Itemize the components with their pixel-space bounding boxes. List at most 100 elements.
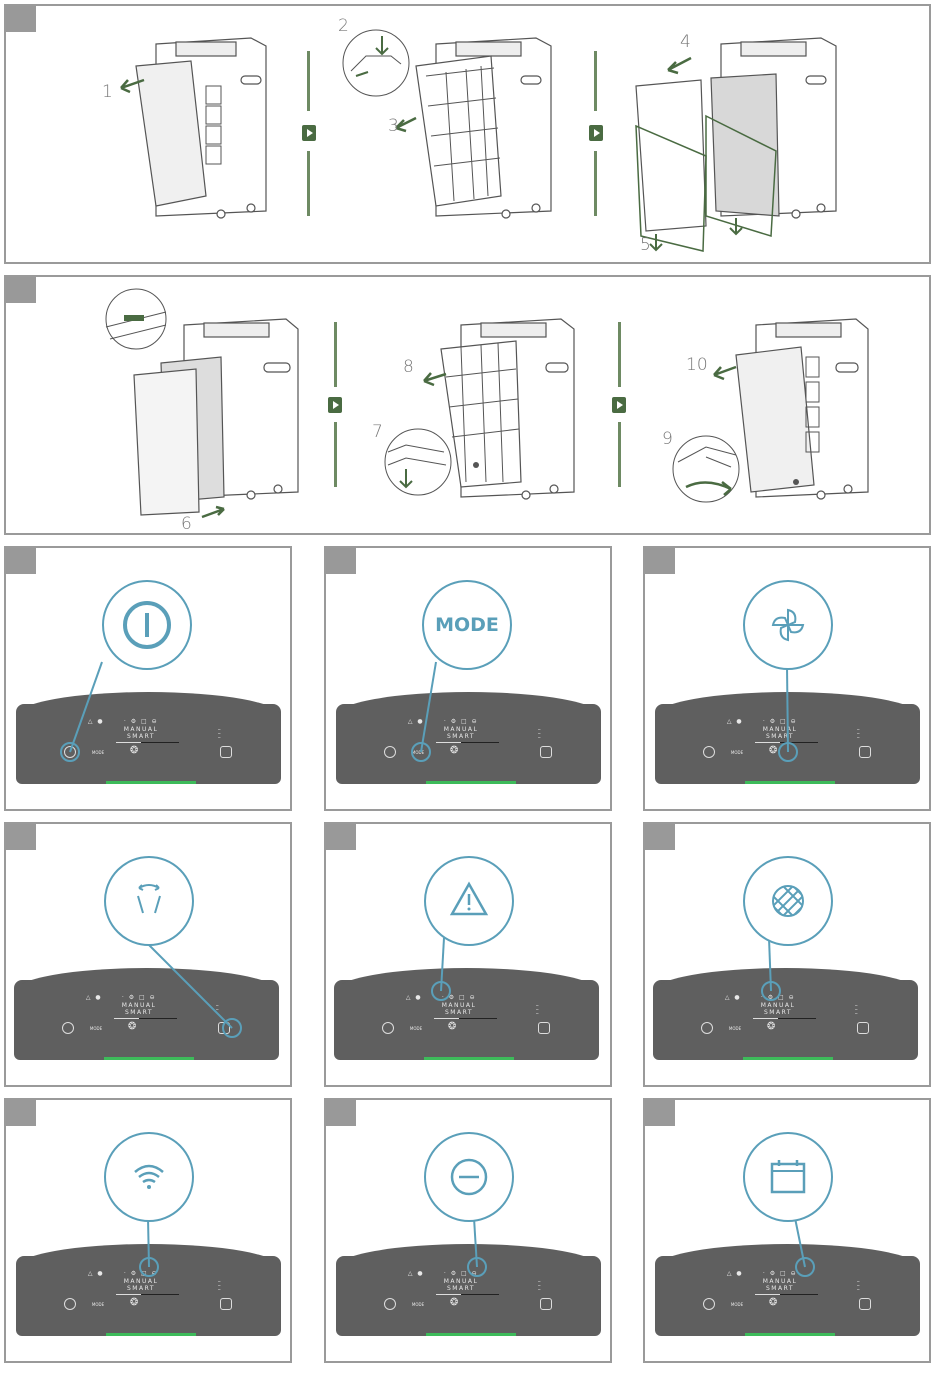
step-divider (334, 422, 337, 487)
smart-underline (459, 1018, 497, 1019)
manual-label: MANUAL (123, 726, 159, 733)
power-button[interactable] (384, 746, 396, 758)
step-label: 7 (372, 422, 383, 442)
speed-indicators: ––– (854, 1002, 860, 1017)
control-panel-cell: △ ● ‧ ⚙ □ ⊖ MANUAL SMART ––– MODE ❂ (4, 1098, 292, 1363)
zoom-callout (743, 580, 833, 670)
power-indicator-bar (745, 781, 835, 784)
panel-corner-tab (6, 548, 36, 574)
manual-underline (436, 1294, 461, 1295)
highlight-ring (411, 742, 431, 762)
mode-button[interactable]: MODE (409, 1026, 423, 1031)
panel-corner-tab (6, 277, 36, 303)
figure-panel-filter-install: 6 7 8 9 10 (4, 275, 931, 535)
status-indicators: ‧ ⚙ □ ⊖ (441, 994, 477, 1001)
step-label: 8 (403, 357, 414, 377)
highlight-ring (467, 1257, 487, 1277)
fan-button[interactable]: ❂ (769, 745, 779, 756)
fan-button[interactable]: ❂ (448, 1021, 458, 1032)
step-label: 6 (181, 514, 192, 534)
fan-button[interactable]: ❂ (128, 1021, 138, 1032)
smart-underline (141, 1294, 179, 1295)
power-button[interactable] (64, 1298, 76, 1310)
oscillation-button[interactable] (540, 1298, 552, 1310)
status-indicators: ‧ ⚙ □ ⊖ (443, 718, 479, 725)
mode-button[interactable]: MODE (730, 1302, 744, 1307)
warning-indicator: △ ● (87, 718, 105, 725)
oscillation-button[interactable] (220, 1298, 232, 1310)
speed-indicators: ––– (537, 1278, 543, 1293)
panel-corner-tab (6, 6, 36, 32)
fan-button[interactable]: ❂ (450, 745, 460, 756)
manual-label: MANUAL (762, 1278, 798, 1285)
speed-indicators: ––– (856, 726, 862, 741)
smart-label: SMART (127, 1285, 155, 1292)
highlight-ring (761, 981, 781, 1001)
manual-underline (753, 1018, 778, 1019)
step-divider (307, 51, 310, 111)
smart-underline (461, 1294, 499, 1295)
manual-label: MANUAL (123, 1278, 159, 1285)
power-button[interactable] (703, 746, 715, 758)
oscillation-button[interactable] (538, 1022, 550, 1034)
control-panel-bar: △ ● ‧ ⚙ □ ⊖ MANUAL SMART ––– MODE ❂ (655, 1244, 920, 1336)
calendar-icon (745, 1134, 831, 1220)
speed-indicators: ––– (856, 1278, 862, 1293)
step-label: 5 (640, 235, 651, 255)
next-step-icon (328, 397, 342, 413)
oscillation-button[interactable] (220, 746, 232, 758)
power-indicator-bar (426, 781, 516, 784)
manual-underline (755, 742, 780, 743)
smart-label: SMART (125, 1009, 153, 1016)
oscillation-button[interactable] (859, 746, 871, 758)
step-label: 4 (680, 32, 691, 52)
mode-button[interactable]: MODE (89, 1026, 103, 1031)
power-button[interactable] (382, 1022, 394, 1034)
mode-button[interactable]: MODE (91, 750, 105, 755)
fan-button[interactable]: ❂ (769, 1297, 779, 1308)
panel-corner-tab (326, 1100, 356, 1126)
manual-label: MANUAL (443, 726, 479, 733)
manual-label: MANUAL (760, 1002, 796, 1009)
speed-indicators: ––– (537, 726, 543, 741)
smart-underline (461, 742, 499, 743)
zoom-callout (424, 1132, 514, 1222)
panel-corner-tab (645, 548, 675, 574)
fan-button[interactable]: ❂ (130, 745, 140, 756)
fan-button[interactable]: ❂ (130, 1297, 140, 1308)
power-button[interactable] (703, 1298, 715, 1310)
manual-label: MANUAL (762, 726, 798, 733)
warning-indicator: △ ● (87, 1270, 105, 1277)
control-panel-cell: △ ● ‧ ⚙ □ ⊖ MANUAL SMART ––– MODE ❂ (324, 1098, 612, 1363)
control-panel-cell: △ ● ‧ ⚙ □ ⊖ MANUAL SMART ––– MODE ❂ (324, 822, 612, 1087)
power-indicator-bar (106, 1333, 196, 1336)
mode-button[interactable]: MODE (411, 1302, 425, 1307)
step-divider (618, 422, 621, 487)
mode-button[interactable]: MODE (730, 750, 744, 755)
filter-install-illustration (105, 288, 869, 519)
next-step-icon (302, 125, 316, 141)
zoom-callout (743, 856, 833, 946)
manual-underline (436, 742, 461, 743)
figure-panel-filter-removal: 1 2 3 4 5 (4, 4, 931, 264)
oscillation-button[interactable] (540, 746, 552, 758)
step-label: 1 (102, 82, 113, 102)
status-indicators: ‧ ⚙ □ ⊖ (123, 1270, 159, 1277)
control-panel-cell: △ ● ‧ ⚙ □ ⊖ MANUAL SMART ––– MODE ❂ (324, 546, 612, 811)
power-button[interactable] (384, 1298, 396, 1310)
highlight-ring (778, 742, 798, 762)
fan-button[interactable]: ❂ (450, 1297, 460, 1308)
mode-button[interactable]: MODE (91, 1302, 105, 1307)
warning-indicator: △ ● (726, 1270, 744, 1277)
power-button[interactable] (62, 1022, 74, 1034)
manual-label: MANUAL (441, 1002, 477, 1009)
smart-label: SMART (766, 1285, 794, 1292)
smart-label: SMART (764, 1009, 792, 1016)
highlight-ring (60, 742, 80, 762)
fan-button[interactable]: ❂ (767, 1021, 777, 1032)
mode-button[interactable]: MODE (728, 1026, 742, 1031)
power-button[interactable] (701, 1022, 713, 1034)
oscillation-button[interactable] (859, 1298, 871, 1310)
oscillation-button[interactable] (857, 1022, 869, 1034)
highlight-ring (431, 981, 451, 1001)
